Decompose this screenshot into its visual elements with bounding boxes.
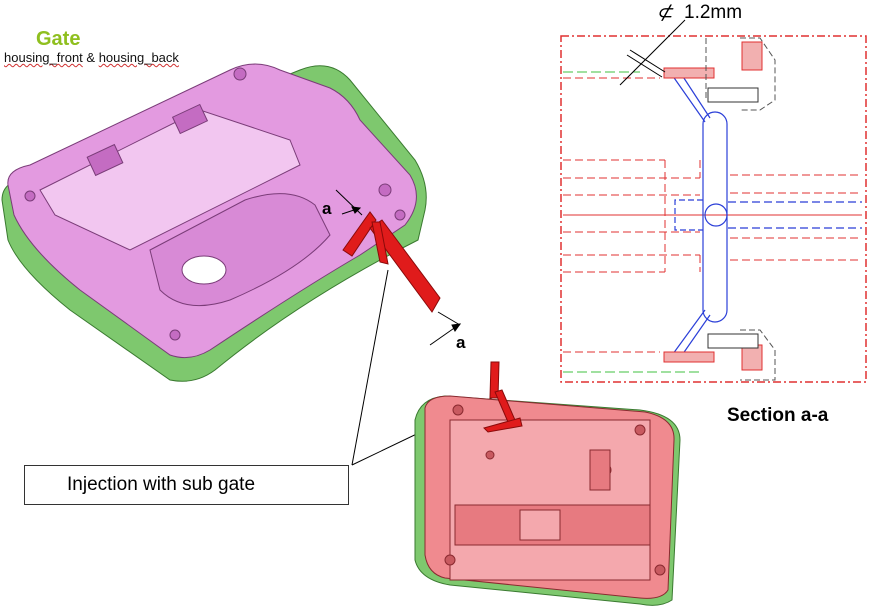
subtitle-separator: & xyxy=(82,50,99,65)
sub-gate-back xyxy=(483,361,523,433)
section-title: Section a-a xyxy=(727,405,829,426)
diagram-title: Gate xyxy=(36,28,81,50)
housing-front-part xyxy=(1,63,427,382)
section-mark-bottom: a xyxy=(456,333,466,352)
subtitle-part-front: housing_front xyxy=(4,50,83,65)
sub-gate-front xyxy=(342,211,441,313)
dimension-value: 1.2mm xyxy=(684,2,743,23)
diagram-subtitle: housing_front & housing_back xyxy=(4,50,179,65)
section-mark-top: a xyxy=(322,199,332,218)
diameter-symbol: ⊄ xyxy=(656,2,673,24)
subtitle-part-back: housing_back xyxy=(98,50,179,65)
section-view xyxy=(560,19,867,383)
housing-back-part xyxy=(414,395,681,606)
callout-box: Injection with sub gate xyxy=(24,465,349,505)
section-marker-lines xyxy=(335,189,462,346)
callout-text: Injection with sub gate xyxy=(67,474,256,495)
